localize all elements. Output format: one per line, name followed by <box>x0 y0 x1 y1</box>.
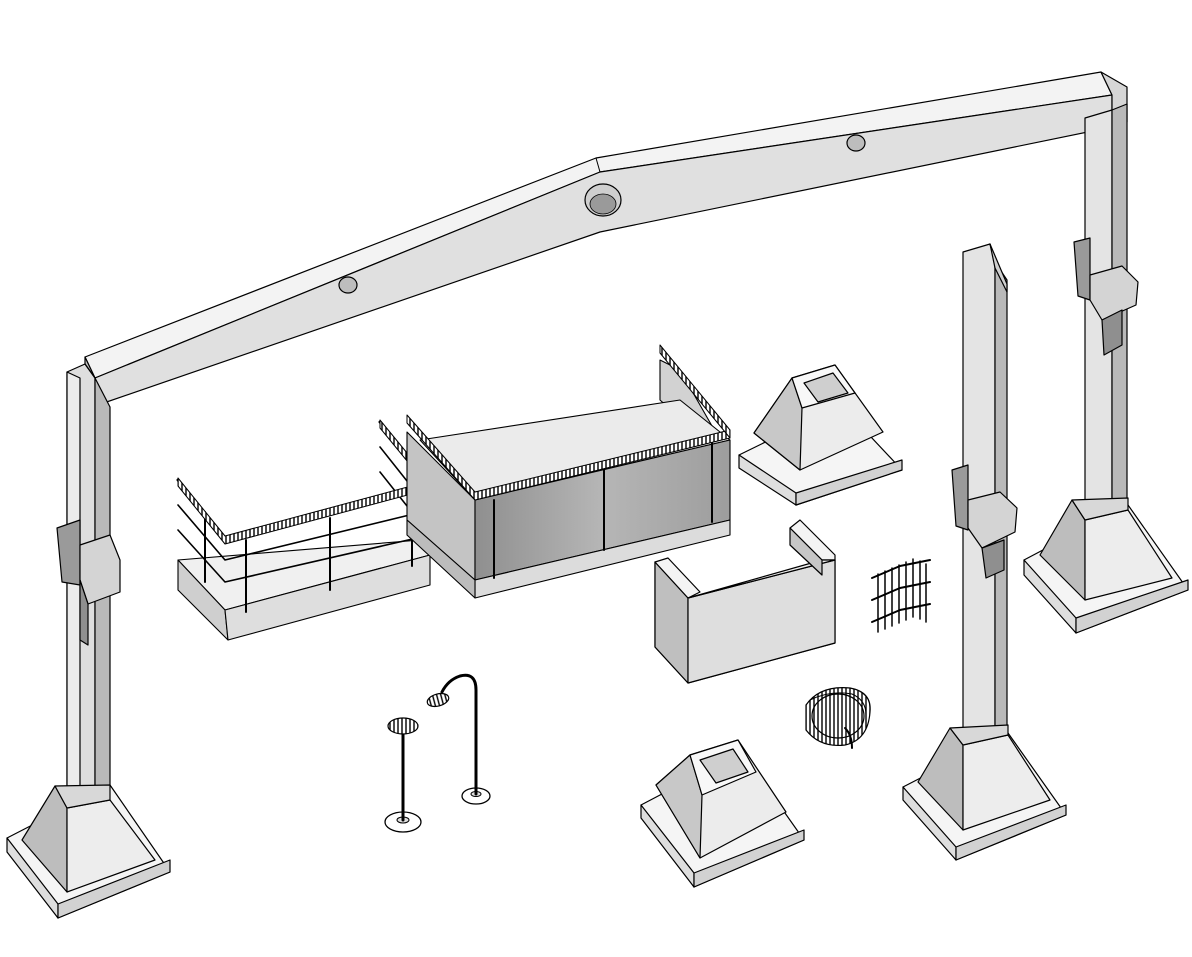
curved-lamp-post <box>426 673 491 805</box>
column-footing-right <box>1023 497 1189 634</box>
portal-frame-right-column <box>1073 103 1139 531</box>
socket-footing-top <box>738 364 903 506</box>
spiral-rebar <box>805 687 871 749</box>
rebar-cage <box>871 558 931 633</box>
open-balcony-with-railing <box>176 419 432 641</box>
beam-opening-right <box>846 134 866 152</box>
column-footing-center <box>902 724 1067 861</box>
straight-lamp-post <box>384 717 422 833</box>
column-footing-left <box>6 784 171 919</box>
portal-frame-left-column <box>56 363 121 816</box>
glass-balcony-with-railing <box>406 344 731 599</box>
u-shaped-wall-module <box>654 519 836 684</box>
socket-footing-bottom <box>640 739 805 888</box>
beam-opening-left <box>338 276 358 294</box>
standalone-column <box>951 243 1018 773</box>
